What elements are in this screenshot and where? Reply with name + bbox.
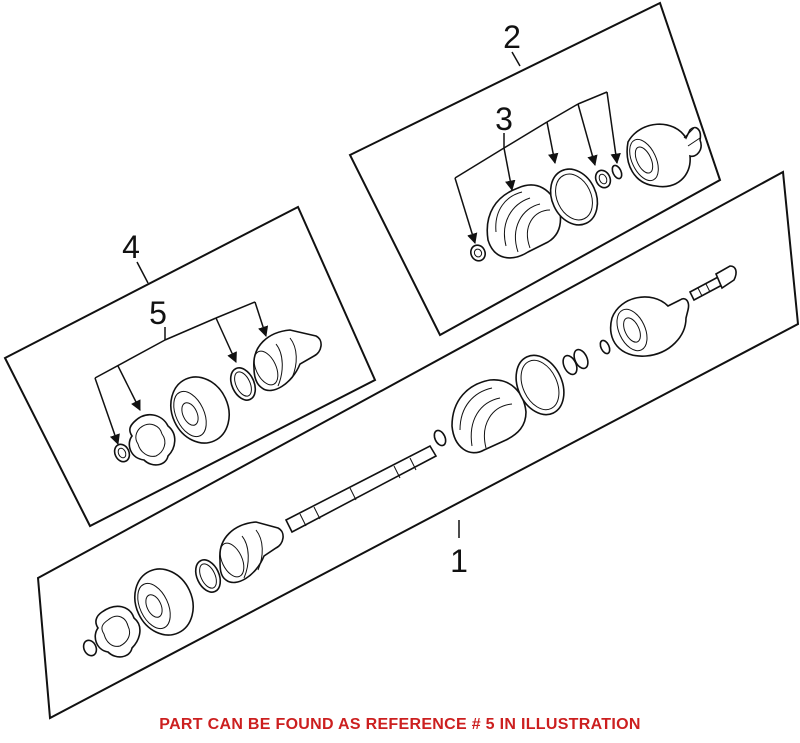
callout-2-leader bbox=[511, 51, 521, 67]
inner-kit-parts bbox=[113, 329, 322, 466]
callout-1: 1 bbox=[450, 543, 468, 579]
callout-3: 3 bbox=[495, 101, 513, 137]
callout-4: 4 bbox=[122, 229, 140, 265]
axle-shaft bbox=[284, 444, 438, 534]
axle-assembly-panel bbox=[36, 170, 800, 720]
inner-joint-kit-panel bbox=[3, 205, 377, 528]
callout-4-leader bbox=[136, 261, 149, 284]
inner-cv-boot bbox=[253, 329, 322, 392]
axle-assembly-parts bbox=[82, 265, 737, 658]
callout-5: 5 bbox=[149, 295, 167, 331]
outer-joint-kit-panel bbox=[348, 1, 722, 337]
callout-2: 2 bbox=[503, 19, 521, 55]
reference-note: PART CAN BE FOUND AS REFERENCE # 5 IN IL… bbox=[159, 716, 641, 733]
outer-cv-boot bbox=[486, 184, 562, 259]
ref-5-leader-tree bbox=[94, 301, 269, 445]
ref-3-leader-tree bbox=[454, 91, 621, 245]
outer-kit-parts bbox=[470, 123, 702, 262]
outer-cv-joint bbox=[626, 123, 702, 188]
inner-cv-joint bbox=[170, 376, 230, 444]
